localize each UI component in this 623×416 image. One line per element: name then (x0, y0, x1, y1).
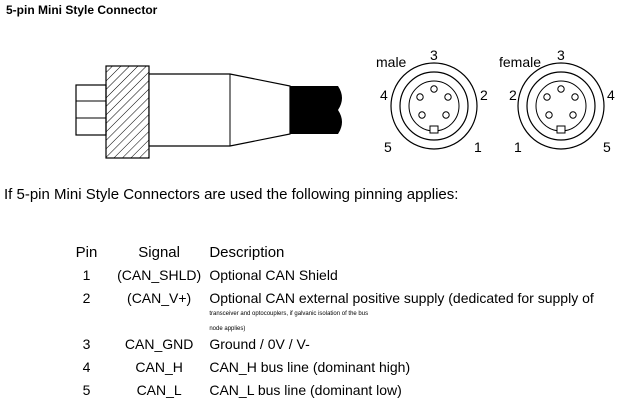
coupling-nut (105, 65, 150, 159)
female-pin-2 (543, 93, 551, 101)
pin-cell: 5 (82, 382, 91, 398)
description-cell: CAN_L bus line (dominant low) (209, 382, 402, 398)
female-pin-label-3: 3 (557, 47, 565, 63)
header-description: Description (209, 243, 285, 261)
table-row: 4 CAN_H CAN_H bus line (dominant high) (64, 359, 623, 382)
male-face-view: male 3 4 2 5 1 (376, 47, 488, 155)
male-pin-1 (442, 111, 450, 119)
connector-diagram: male 3 4 2 5 1 female 3 2 4 1 5 (75, 47, 615, 159)
pin-cell: 2 (82, 290, 91, 306)
signal-cell: CAN_L (136, 382, 182, 398)
intro-text: If 5-pin Mini Style Connectors are used … (4, 186, 459, 203)
male-pin-label-4: 4 (380, 87, 388, 103)
female-pin-3 (557, 85, 565, 93)
female-pin-1 (545, 111, 553, 119)
female-pin-label-1: 1 (514, 139, 522, 155)
male-pin-3 (430, 85, 438, 93)
table-row: 1 (CAN_SHLD) Optional CAN Shield (64, 267, 623, 290)
description-text: Optional CAN external positive supply (d… (209, 290, 594, 306)
female-pin-4 (571, 93, 579, 101)
female-face-view: female 3 2 4 1 5 (499, 47, 615, 155)
female-pin-label-5: 5 (603, 139, 611, 155)
pin-cell: 4 (82, 359, 91, 375)
male-key (429, 125, 439, 134)
female-key (556, 125, 566, 134)
cable (290, 86, 342, 134)
male-pin-4 (416, 93, 424, 101)
plug-tip (75, 84, 107, 136)
description-cell: Optional CAN Shield (209, 267, 338, 283)
signal-cell: CAN_GND (124, 336, 194, 352)
page-heading: 5-pin Mini Style Connector (6, 3, 158, 17)
table-row: 5 CAN_L CAN_L bus line (dominant low) (64, 382, 623, 405)
male-pin-5 (418, 111, 426, 119)
connector-side-view (75, 65, 342, 159)
female-pin-5 (569, 111, 577, 119)
description-cell: Optional CAN external positive supply (d… (209, 290, 623, 336)
signal-cell: (CAN_SHLD) (117, 267, 202, 283)
pin-cell: 1 (82, 267, 91, 283)
description-note: transceiver and optocouplers, if galvani… (209, 311, 369, 317)
header-signal: Signal (138, 243, 180, 261)
pinning-table: Pin Signal Description 1 (CAN_SHLD) Opti… (64, 241, 623, 405)
table-row: 3 CAN_GND Ground / 0V / V- (64, 336, 623, 359)
signal-cell: (CAN_V+) (127, 290, 192, 306)
pin-cell: 3 (82, 336, 91, 352)
signal-cell: CAN_H (135, 359, 183, 375)
male-pin-label-5: 5 (384, 139, 392, 155)
header-pin: Pin (75, 243, 98, 261)
male-pin-label-1: 1 (474, 139, 482, 155)
table-header-row: Pin Signal Description (64, 241, 623, 267)
male-pin-2 (444, 93, 452, 101)
male-pin-label-3: 3 (430, 47, 438, 63)
description-note: node applies) (209, 326, 246, 332)
female-pin-label-2: 2 (509, 87, 517, 103)
male-label: male (376, 54, 407, 70)
table-row: 2 (CAN_V+) Optional CAN external positiv… (64, 290, 623, 336)
connector-body (148, 73, 291, 147)
female-pin-label-4: 4 (607, 87, 615, 103)
description-cell: Ground / 0V / V- (209, 336, 310, 352)
female-label: female (499, 54, 541, 70)
male-pin-label-2: 2 (480, 87, 488, 103)
description-cell: CAN_H bus line (dominant high) (209, 359, 411, 375)
